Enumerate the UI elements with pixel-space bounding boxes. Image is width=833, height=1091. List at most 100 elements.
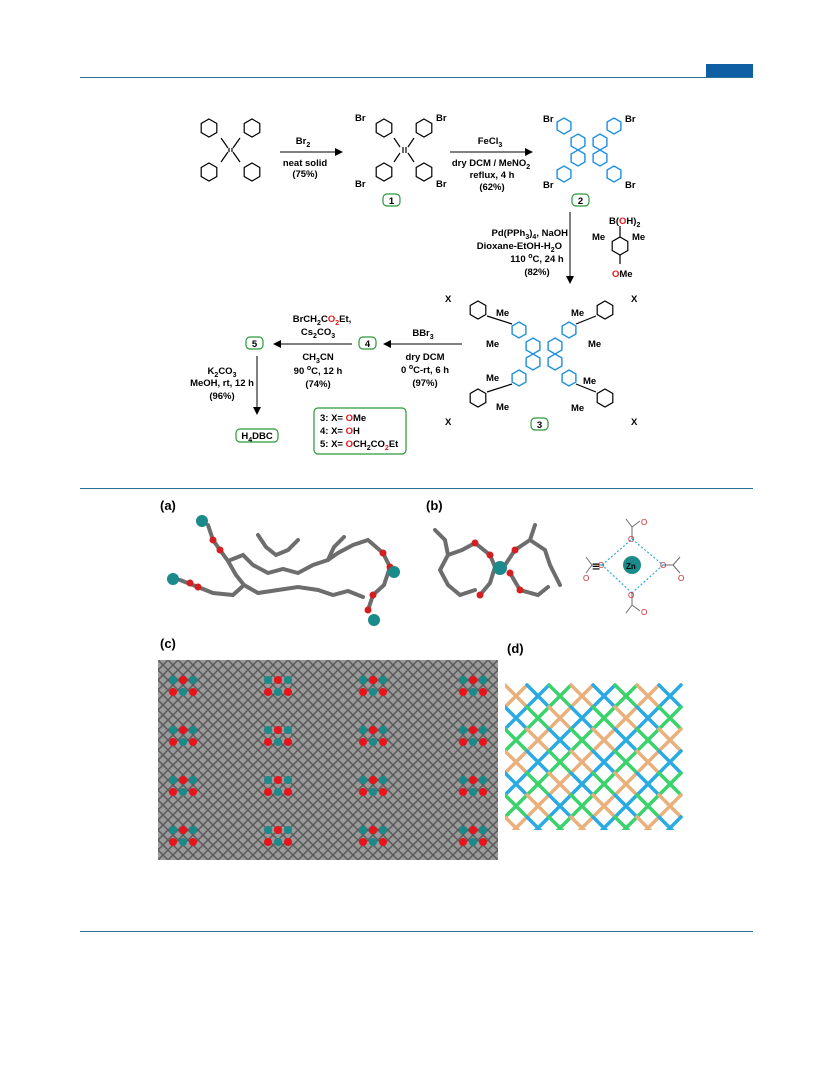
step5-yield: (74%)	[305, 379, 330, 390]
metal-node-atom	[189, 776, 197, 784]
metal-node-atom	[469, 776, 477, 784]
compound-3-box	[530, 417, 549, 431]
header-tab	[706, 64, 753, 78]
svg-text:O: O	[641, 608, 647, 617]
metal-node-atom	[459, 738, 467, 746]
step2-reagent: FeCl3	[478, 136, 503, 149]
metal-node-atom	[359, 826, 367, 834]
step6-yield: (96%)	[209, 391, 234, 402]
metal-node-atom	[469, 788, 477, 796]
metal-node-atom	[284, 676, 292, 684]
metal-node-atom	[479, 738, 487, 746]
metal-node-atom	[369, 776, 377, 784]
metal-node-atom	[179, 788, 187, 796]
metal-node-atom	[179, 726, 187, 734]
substituent-legend	[313, 407, 407, 455]
step2-solvent: dry DCM / MeNO2	[452, 158, 530, 171]
product-label: H4DBC	[241, 431, 273, 444]
metal-node-atom	[479, 688, 487, 696]
net-edge	[591, 771, 617, 797]
metal-node-atom	[469, 826, 477, 834]
net-edge	[569, 771, 595, 797]
compound-1-label: 1	[389, 196, 395, 207]
svg-text:Me: Me	[592, 232, 605, 243]
svg-text:O: O	[583, 574, 589, 583]
svg-text:OMe: OMe	[612, 269, 633, 280]
svg-text:Me: Me	[486, 339, 499, 350]
net-edge	[525, 749, 551, 775]
net-edge	[547, 793, 573, 819]
svg-text:O: O	[598, 561, 604, 570]
compound-5-box	[245, 336, 264, 350]
metal-node-atom	[189, 676, 197, 684]
metal-node-atom	[469, 838, 477, 846]
metal-node-atom	[189, 688, 197, 696]
step4-reagent: BBr3	[412, 328, 433, 341]
metal-node-atom	[169, 776, 177, 784]
step5-reagent: BrCH2CO2Et,	[293, 314, 352, 327]
net-edge	[613, 727, 639, 753]
metal-node-atom	[169, 826, 177, 834]
panel-a-ligand: (a)	[160, 498, 400, 626]
metal-node-atom	[284, 738, 292, 746]
svg-text:Me: Me	[571, 403, 584, 414]
metal-node-atom	[379, 738, 387, 746]
net-edge	[635, 749, 661, 775]
net-edge	[525, 771, 551, 797]
metal-node-atom	[369, 676, 377, 684]
svg-text:Br: Br	[625, 180, 636, 191]
svg-text:Me: Me	[571, 308, 584, 319]
synthesis-scheme: Br2 neat solid (75%) Br Br Br Br 1 FeCl3…	[190, 113, 645, 455]
metal-node-atom	[274, 776, 282, 784]
metal-node-atom	[189, 826, 197, 834]
metal-node-atom	[459, 788, 467, 796]
net-edge	[569, 727, 595, 753]
net-edge	[547, 683, 573, 709]
metal-node-atom	[264, 726, 272, 734]
metal-node-atom	[274, 726, 282, 734]
compound-5-label: 5	[252, 339, 258, 350]
net-edge	[547, 771, 573, 797]
step3-solvent: Dioxane-EtOH-H2O	[477, 241, 562, 254]
step3-temp: 110 oC, 24 h	[510, 253, 564, 265]
net-edge	[505, 705, 529, 731]
metal-node-atom	[284, 688, 292, 696]
metal-node-atom	[469, 688, 477, 696]
net-edge	[599, 815, 617, 830]
svg-text:Me: Me	[588, 339, 601, 350]
metal-node-atom	[359, 726, 367, 734]
metal-node-atom	[189, 788, 197, 796]
metal-node-atom	[359, 738, 367, 746]
metal-node-atom	[359, 788, 367, 796]
product-box	[235, 428, 279, 443]
metal-node-atom	[469, 738, 477, 746]
metal-node-atom	[369, 726, 377, 734]
net-edge	[505, 683, 529, 709]
net-edge	[577, 815, 595, 830]
net-edge	[525, 793, 551, 819]
figure-divider	[80, 488, 753, 489]
svg-text:(b): (b)	[426, 498, 443, 513]
metal-node-atom	[274, 838, 282, 846]
svg-text:O: O	[660, 561, 666, 570]
metal-node-atom	[179, 776, 187, 784]
metal-node-atom	[274, 788, 282, 796]
compound-2-box	[571, 193, 590, 207]
metal-node-atom	[369, 738, 377, 746]
net-edge	[525, 705, 551, 731]
net-edge	[657, 727, 683, 753]
metal-node-atom	[284, 776, 292, 784]
step2-conditions: reflux, 4 h	[470, 170, 515, 181]
metal-node-atom	[459, 726, 467, 734]
metal-node-atom	[284, 826, 292, 834]
net-edge	[635, 771, 661, 797]
net-edge	[569, 683, 595, 709]
net-edge	[569, 749, 595, 775]
metal-node-atom	[379, 726, 387, 734]
net-edge	[643, 815, 661, 830]
svg-text:O: O	[641, 518, 647, 527]
net-edge	[657, 749, 683, 775]
net-edge	[591, 705, 617, 731]
metal-node-atom	[379, 838, 387, 846]
metal-node-atom	[369, 826, 377, 834]
